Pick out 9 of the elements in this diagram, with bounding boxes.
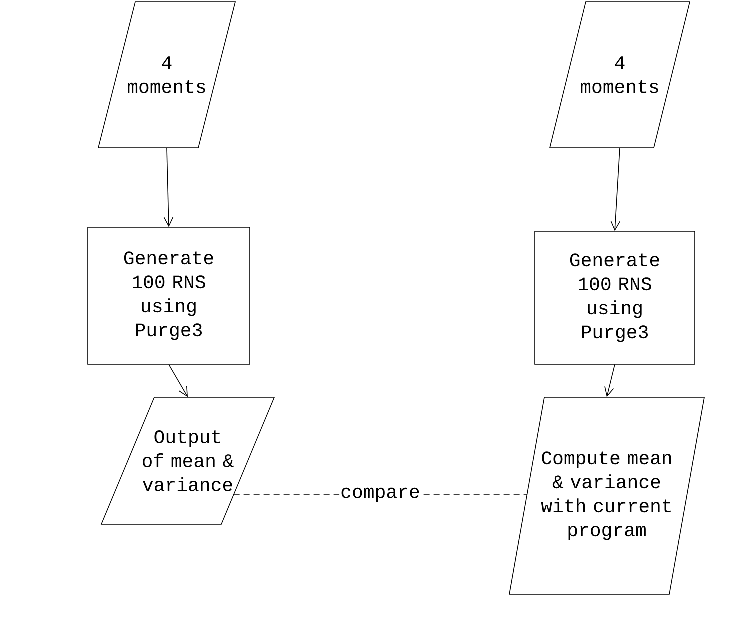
- arrow: [604, 364, 616, 398]
- process-box: Generate 100 RNS using Purge3: [534, 231, 696, 365]
- arrow: [168, 364, 188, 398]
- arrow: [164, 148, 174, 228]
- arrow: [610, 148, 620, 232]
- io-parallelogram: Compute mean & variance with current program: [509, 397, 705, 595]
- process-box: Generate 100 RNS using Purge3: [88, 227, 250, 365]
- edge-label: compare: [340, 486, 422, 504]
- io-parallelogram: 4 moments: [550, 2, 691, 148]
